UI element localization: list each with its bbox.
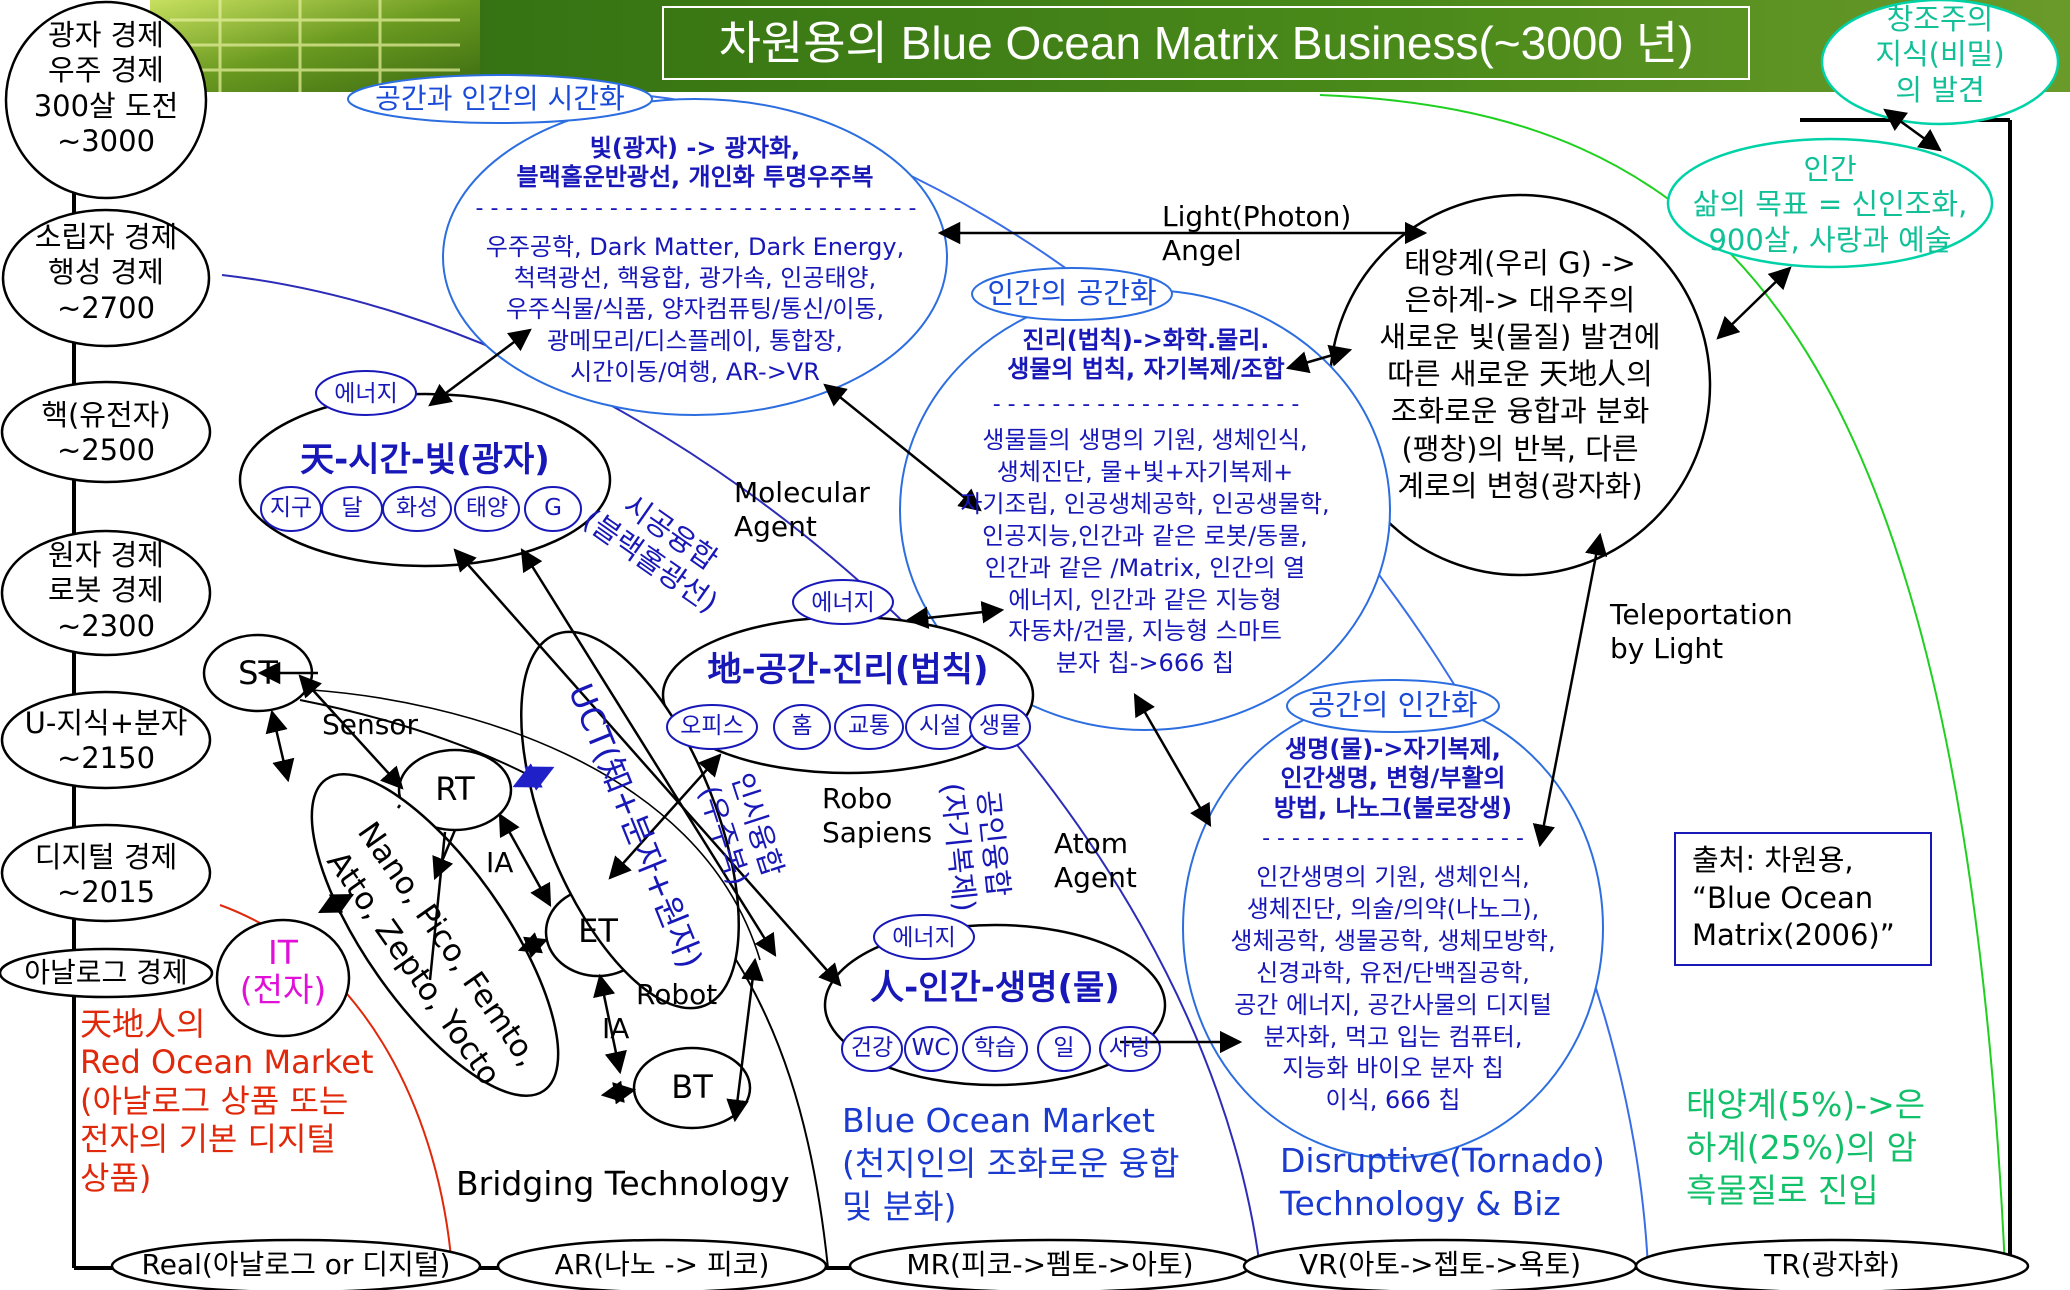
heaven-item-mars: 화성 (395, 495, 439, 521)
earth-item-traffic: 교통 (847, 713, 891, 739)
timeline (0, 0, 214, 999)
bridging-technology-label: Bridging Technology (456, 1164, 790, 1203)
truth-block-head: 진리(법칙)->화학.물리. 생물의 법칙, 자기복제/조합 (1007, 326, 1285, 384)
bt-label: BT (671, 1068, 713, 1106)
timeline-2300-label: 원자 경제 로봇 경제 ~2300 (48, 538, 164, 643)
it-label: IT (전자) (239, 933, 327, 1009)
heaven-item-earth: 지구 (269, 495, 313, 521)
thin-lines (311, 689, 761, 961)
bottom-mr-label: MR(피코->펨토->아토) (906, 1248, 1194, 1281)
timeline-analog-label: 아날로그 경제 (24, 956, 188, 989)
discovery-label: 창조주의 지식(비밀) 의 발견 (1875, 2, 2005, 107)
blue-ocean-market-label: Blue Ocean Market (천지인의 조화로운 융합 및 분화) (842, 1101, 1180, 1226)
disruptive-label: Disruptive(Tornado) Technology & Biz (1280, 1141, 1605, 1223)
sensor-label: Sensor (322, 708, 418, 741)
label-ellipses (347, 74, 1500, 733)
earth-item-creature: 생물 (978, 713, 1022, 739)
top-right-shapes (1328, 0, 2060, 577)
human-goal-label: 인간 삶의 목표 = 신인조화, 900살, 사랑과 예술 (1692, 152, 1968, 257)
robo-sapiens-label: Robo Sapiens (822, 782, 933, 850)
title-box (662, 6, 1750, 80)
space-humanization-label: 인간의 공간화 (987, 276, 1157, 310)
et-label: ET (578, 912, 618, 950)
light-photon-label: Light(Photon) Angel (1162, 200, 1352, 268)
bottom-tr-label: TR(광자화) (1764, 1248, 1900, 1281)
timeline-era-2150 (0, 690, 212, 790)
light-block-body: 우주공학, Dark Matter, Dark Energy, 척력광선, 핵융… (485, 233, 905, 386)
solar-dark-matter-label: 태양계(5%)->은 하계(25%)의 암 흑물질로 진입 (1686, 1085, 1926, 1210)
robot-label: Robot (636, 978, 718, 1011)
red-ocean-market-label: 天地人의 Red Ocean Market (아날로그 상품 또는 전자의 기본… (80, 1005, 374, 1197)
timeline-era-2500 (0, 380, 212, 484)
st-label: ST (238, 654, 278, 692)
energy-tag-heaven: 에너지 (334, 381, 398, 407)
light-block-divider: - - - - - - - - - - - - - - - - - - - - … (475, 196, 917, 221)
timeline-2500-label: 핵(유전자) ~2500 (41, 398, 171, 468)
source-box (1674, 832, 1932, 966)
life-block-head: 생명(물)->자기복제, 인간생명, 변형/부활의 방법, 나노그(불로장생) (1273, 735, 1513, 822)
human-item-health: 건강 (850, 1035, 894, 1061)
bottom-real-label: Real(아날로그 or 디지털) (141, 1248, 451, 1281)
timeline-2015-label: 디지털 경제 ~2015 (34, 840, 178, 910)
human-title: 人-인간-생명(물) (870, 968, 1120, 1008)
rt-label: RT (435, 770, 475, 808)
timeline-era-2300 (0, 529, 212, 657)
timeline-3000-label: 광자 경제 우주 경제 300살 도전 ~3000 (33, 18, 179, 159)
earth-item-facility: 시설 (918, 713, 962, 739)
human-item-love: 사랑 (1108, 1035, 1152, 1061)
heaven-title: 天-시간-빛(광자) (300, 440, 550, 480)
human-item-work: 일 (1053, 1035, 1075, 1061)
connectors (257, 108, 1942, 1123)
solar-label: 태양계(우리 G) -> 은하계-> 대우주의 새로운 빛(물질) 발견에 따른… (1379, 246, 1661, 503)
blue-connector (512, 763, 555, 791)
life-block-divider: - - - - - - - - - - - - - - - - - - (1262, 826, 1524, 851)
timeline-2700-label: 소립자 경제 행성 경제 ~2700 (34, 220, 178, 325)
heaven-item-sun: 태양 (465, 495, 509, 521)
atom-agent-label: Atom Agent (1054, 827, 1137, 895)
human-of-space-label: 공간의 인간화 (1308, 688, 1478, 722)
truth-block-body: 생물들의 생명의 기원, 생체인식, 생체진단, 물+빛+자기복제+ 자기조립,… (960, 426, 1330, 678)
earth-title: 地-공간-진리(법칙) (707, 650, 989, 690)
light-block-ellipse (442, 98, 948, 416)
heaven-item-moon: 달 (341, 495, 363, 521)
it-node (215, 918, 351, 1038)
timeline-era-3000 (4, 0, 208, 200)
bottom-ar-label: AR(나노 -> 피코) (554, 1248, 770, 1281)
earth-item-home: 홈 (791, 713, 813, 739)
time-humanization-label: 공간과 인간의 시간화 (375, 82, 625, 115)
ia-label-2: IA (602, 1012, 630, 1045)
bottom-bar (110, 1238, 2030, 1290)
energy-tag-human: 에너지 (892, 925, 956, 951)
light-block-head: 빛(광자) -> 광자화, 블랙홀운반광선, 개인화 투명우주복 (516, 134, 874, 192)
timeline-era-2700 (1, 208, 211, 348)
bottom-vr-label: VR(아토->젭토->욕토) (1298, 1248, 1582, 1281)
ia-label-1: IA (486, 846, 514, 879)
heaven-item-galaxy: G (544, 495, 562, 521)
blue-blocks (442, 98, 1604, 1159)
bottom-ar (496, 1238, 828, 1290)
molecular-agent-label: Molecular Agent (734, 476, 870, 544)
energy-tag-earth: 에너지 (811, 590, 875, 616)
bottom-real (110, 1238, 482, 1290)
earth-item-office: 오피스 (680, 713, 744, 739)
timeline-2150-label: U-지식+분자 ~2150 (24, 706, 188, 776)
human-goal-ellipse (1666, 137, 1994, 269)
page-title: 차원용의 Blue Ocean Matrix Business(~3000 년) (718, 17, 1694, 69)
source-label: 출처: 차원용, “Blue Ocean Matrix(2006)” (1692, 843, 1895, 953)
bottom-tr (1634, 1238, 2030, 1290)
timeline-era-analog (0, 947, 214, 999)
human-item-learning: 학습 (973, 1035, 1017, 1061)
human-item-wc: WC (911, 1035, 951, 1061)
truth-block-divider: - - - - - - - - - - - - - - - - - - - - … (992, 392, 1300, 417)
teleportation-label: Teleportation by Light (1610, 598, 1793, 666)
sub-ellipses (260, 370, 1161, 1072)
timeline-era-2015 (0, 823, 212, 923)
life-block-body: 인간생명의 기원, 생체인식, 생체진단, 의술/의약(나노그), 생체공학, … (1230, 863, 1556, 1115)
